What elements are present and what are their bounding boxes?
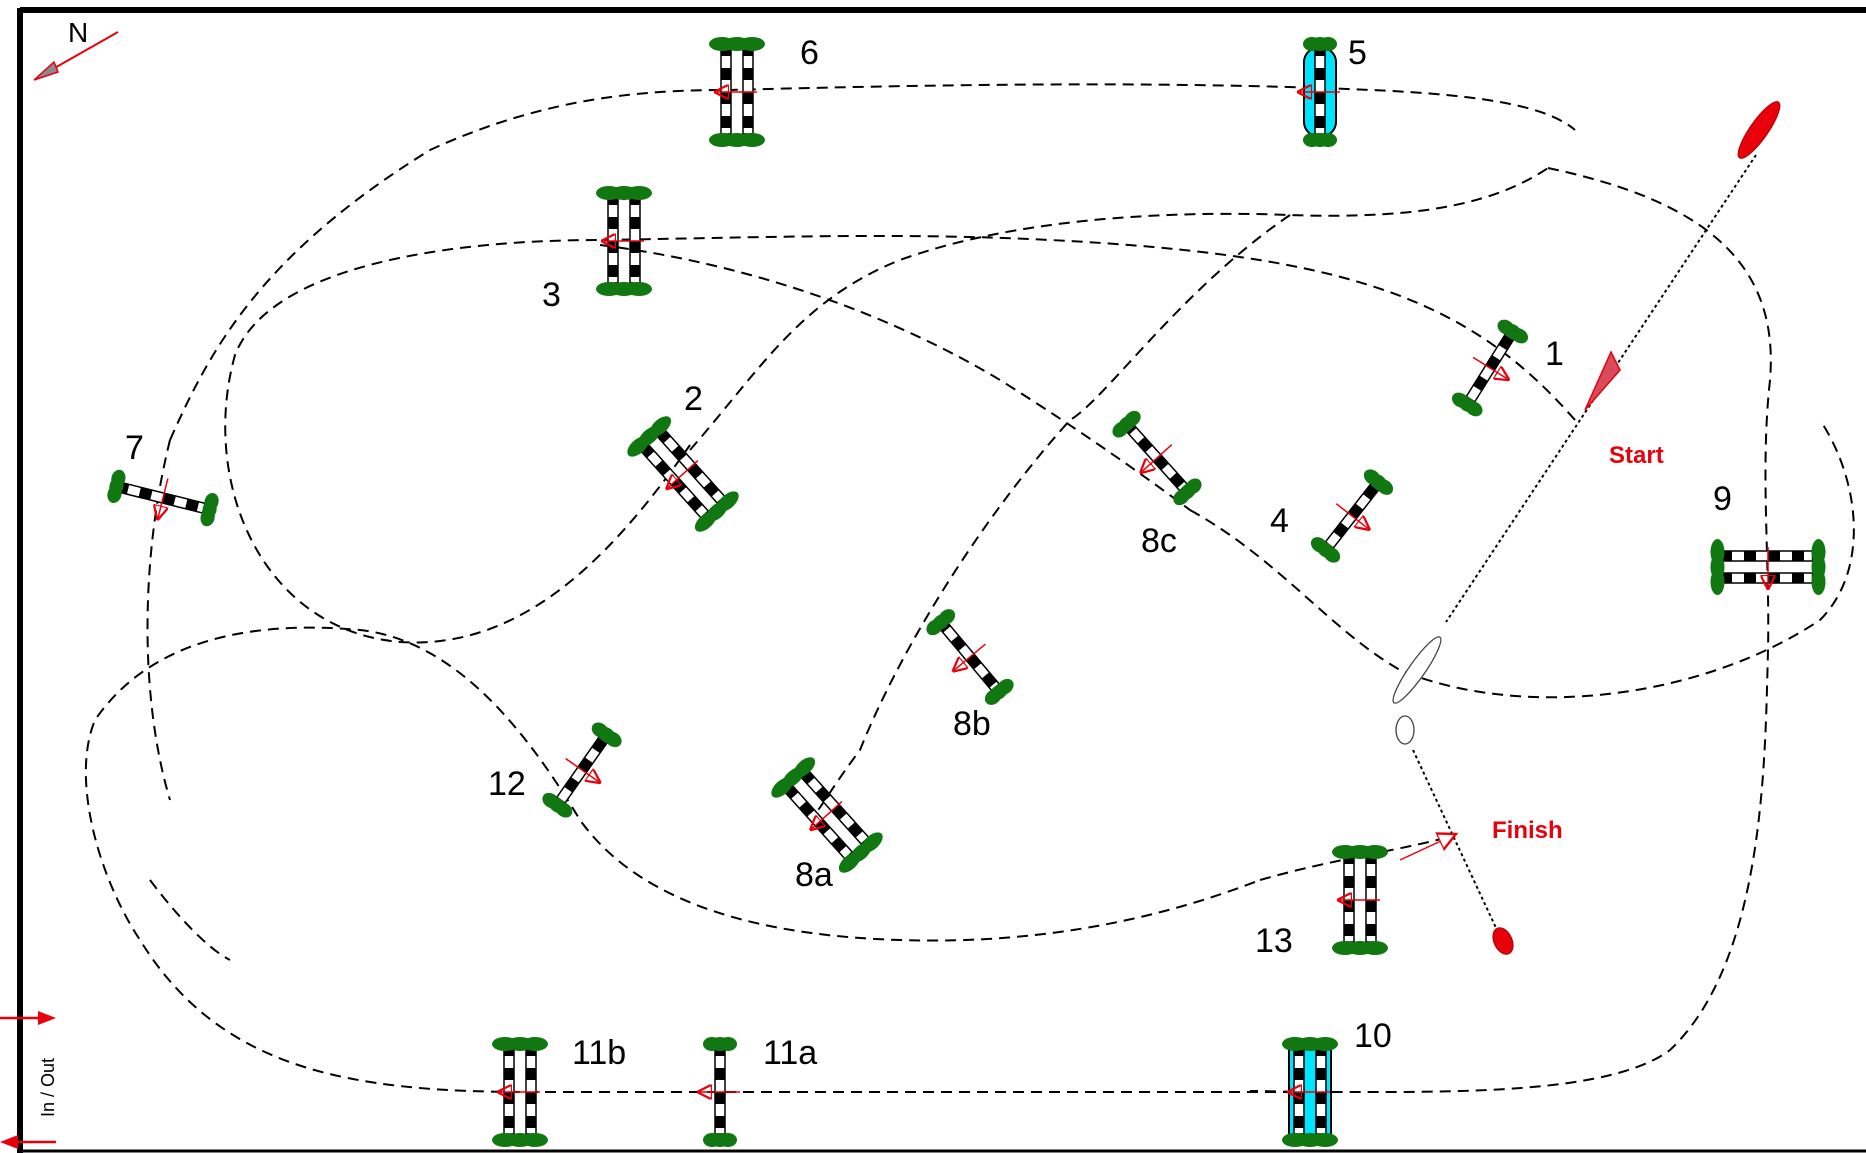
finish-arrow-icon — [1399, 834, 1456, 861]
wing-bush — [1465, 401, 1483, 417]
fence-3 — [596, 186, 652, 296]
wing-bush — [1303, 133, 1321, 147]
wing-bush — [838, 852, 861, 873]
direction-arrow-icon — [812, 801, 843, 829]
fence-12 — [542, 722, 622, 818]
wing-bush — [1332, 845, 1358, 859]
fence-6 — [709, 37, 765, 147]
wing-bush — [596, 186, 622, 200]
fence-label-8b: 8b — [953, 705, 991, 743]
start-label: Start — [1609, 442, 1664, 469]
wing-bush — [1282, 1133, 1308, 1147]
direction-arrow-icon — [955, 643, 986, 670]
wing-bush — [1332, 941, 1358, 955]
wing-bush — [1710, 569, 1725, 595]
wing-bush — [492, 1037, 518, 1051]
fence-label-13: 13 — [1255, 922, 1293, 960]
wing-bush — [709, 37, 735, 51]
start-flag-white — [1392, 636, 1442, 704]
wing-bush — [703, 1037, 721, 1051]
fence-2 — [627, 416, 739, 532]
fence-11b — [492, 1037, 548, 1147]
wing-bush — [200, 508, 215, 527]
wing-bush — [1282, 1037, 1308, 1051]
wing-bush — [1511, 328, 1529, 344]
wing-bush — [926, 619, 943, 636]
direction-arrow-icon — [565, 757, 599, 782]
direction-arrow-icon — [1335, 503, 1368, 529]
wing-bush — [1173, 489, 1190, 506]
wing-bush — [107, 485, 122, 504]
fence-5 — [1300, 37, 1340, 147]
fence-10 — [1282, 1037, 1338, 1147]
finish-flag-red — [1492, 927, 1514, 955]
fence-label-2: 2 — [684, 380, 703, 418]
finish-flag-white — [1395, 715, 1415, 745]
riding-track — [84, 83, 1855, 1094]
direction-arrow-icon — [158, 478, 169, 518]
fence-label-3: 3 — [542, 276, 561, 314]
wing-bush — [771, 777, 793, 798]
wing-bush — [555, 802, 573, 818]
fence-label-12: 12 — [488, 765, 526, 803]
fence-label-11a: 11a — [763, 1034, 817, 1072]
wing-bush — [984, 689, 1002, 705]
in-out-gate: In / Out — [0, 1011, 58, 1149]
in-out-label: In / Out — [38, 1058, 58, 1117]
fence-label-10: 10 — [1354, 1017, 1392, 1055]
wing-bush — [1323, 546, 1341, 563]
direction-arrow-icon — [668, 460, 699, 488]
wing-bush — [1112, 421, 1129, 438]
start-arrow-icon — [1584, 350, 1621, 411]
arena-border — [17, 7, 1866, 1153]
start-flag-red — [1737, 101, 1781, 159]
fence-9 — [1710, 539, 1826, 595]
fence-label-7: 7 — [125, 429, 144, 467]
finish-label: Finish — [1492, 817, 1563, 844]
fence-label-9: 9 — [1713, 480, 1732, 518]
fence-label-6: 6 — [800, 34, 819, 72]
wing-bush — [604, 731, 622, 748]
fence-label-5: 5 — [1348, 34, 1367, 72]
finish-line: Finish — [1395, 715, 1563, 955]
wing-bush — [1303, 37, 1321, 51]
north-arrow: N — [33, 17, 119, 81]
wing-bush — [596, 282, 622, 296]
start-line: Start — [1392, 101, 1781, 704]
fence-8b — [926, 609, 1014, 705]
north-label: N — [68, 17, 88, 48]
fence-11a — [700, 1037, 740, 1147]
fence-label-11b: 11b — [572, 1034, 626, 1072]
direction-arrow-icon — [1472, 356, 1507, 378]
fence-4 — [1310, 469, 1394, 563]
fence-label-8a: 8a — [795, 856, 833, 894]
fence-7 — [107, 469, 219, 527]
wing-bush — [709, 133, 735, 147]
fence-8c — [1112, 410, 1202, 506]
fence-8a — [771, 757, 883, 873]
fence-label-8c: 8c — [1141, 522, 1177, 560]
wing-bush — [627, 436, 649, 457]
fence-1 — [1451, 319, 1529, 417]
wing-bush — [492, 1133, 518, 1147]
fence-label-4: 4 — [1270, 502, 1289, 540]
fence-13 — [1332, 845, 1388, 955]
wing-bush — [1376, 479, 1394, 495]
wing-bush — [694, 511, 717, 532]
fence-label-1: 1 — [1545, 335, 1564, 373]
wing-bush — [1811, 569, 1826, 595]
wing-bush — [703, 1133, 721, 1147]
direction-arrow-icon — [1142, 444, 1173, 472]
